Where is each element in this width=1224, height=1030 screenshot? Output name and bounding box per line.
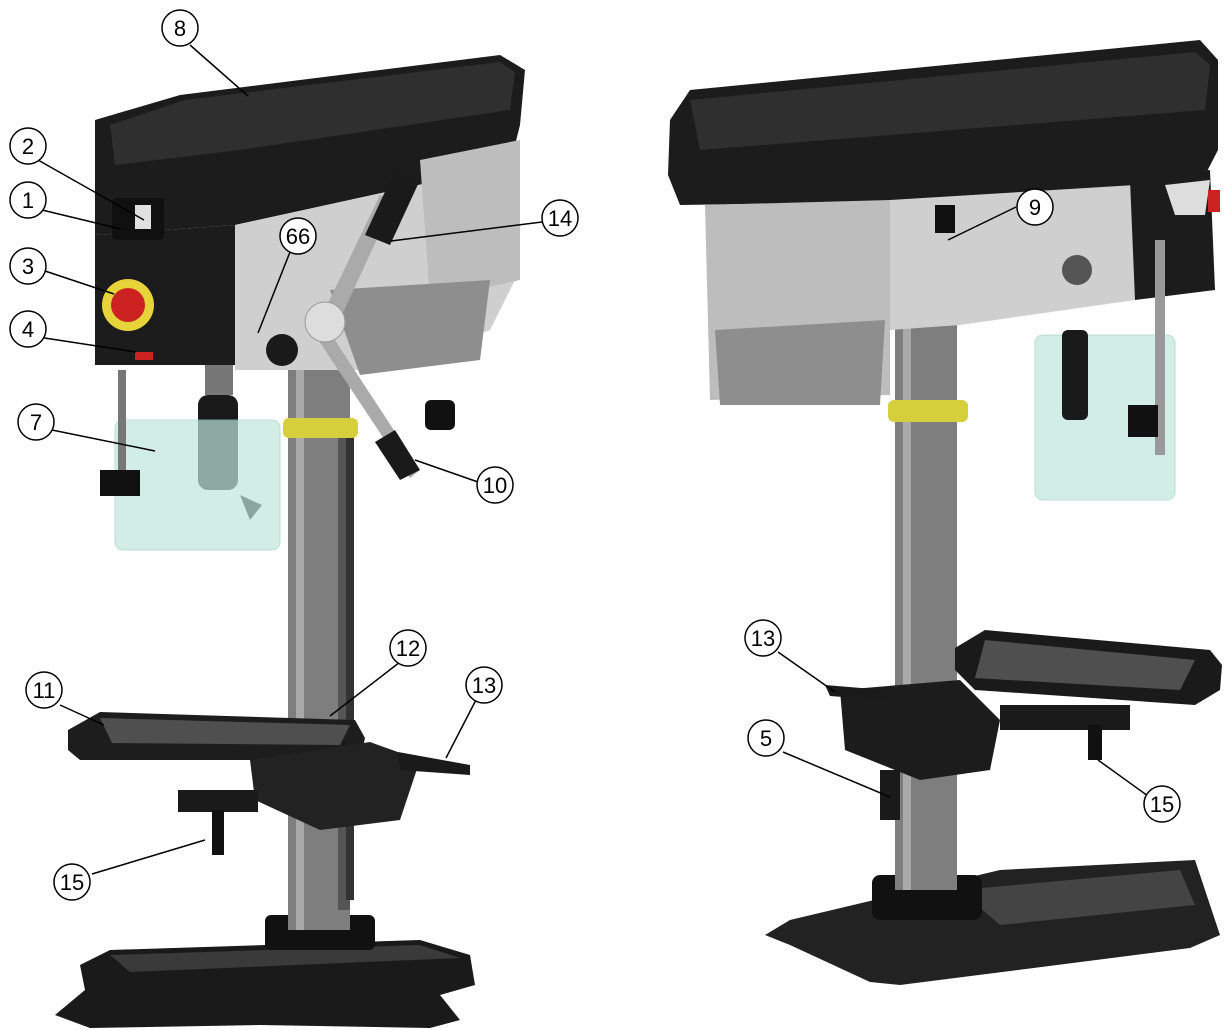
callout-3: 3 <box>9 247 47 285</box>
svg-text:13: 13 <box>751 626 775 651</box>
right-chip-guard <box>1034 240 1176 501</box>
callout-15: 15 <box>1143 785 1181 823</box>
left-callouts: 8 2 1 3 4 7 66 14 <box>9 9 579 901</box>
right-table <box>825 630 1222 820</box>
callout-7: 7 <box>17 403 55 441</box>
right-column <box>888 320 968 890</box>
callout-4: 4 <box>9 310 47 348</box>
right-callouts: 9 13 5 15 <box>744 188 1181 823</box>
svg-text:66: 66 <box>286 224 310 249</box>
svg-text:2: 2 <box>22 134 34 159</box>
callout-13: 13 <box>465 666 503 704</box>
svg-text:14: 14 <box>548 206 572 231</box>
leader-lines <box>37 44 1149 875</box>
right-drill-press <box>668 40 1222 985</box>
callout-66: 66 <box>279 217 317 255</box>
svg-text:5: 5 <box>760 726 772 751</box>
callout-13: 13 <box>744 619 782 657</box>
left-drill-press <box>55 55 525 1028</box>
callout-9: 9 <box>1016 188 1054 226</box>
right-column-collar <box>888 400 968 422</box>
svg-text:9: 9 <box>1029 195 1041 220</box>
svg-text:15: 15 <box>60 870 84 895</box>
svg-text:13: 13 <box>472 673 496 698</box>
callout-10: 10 <box>476 466 514 504</box>
right-base <box>765 860 1220 985</box>
left-column-collar <box>283 418 358 438</box>
leader-8 <box>189 44 249 97</box>
callout-2: 2 <box>9 127 47 165</box>
left-crank-handle <box>398 752 470 775</box>
callout-5: 5 <box>747 719 785 757</box>
svg-text:10: 10 <box>483 473 507 498</box>
right-head <box>668 40 1220 405</box>
left-base <box>55 915 475 1028</box>
left-table <box>68 712 470 855</box>
left-feed-handles <box>266 170 455 480</box>
callout-8: 8 <box>161 9 199 47</box>
left-chip-guard <box>100 370 281 551</box>
svg-text:7: 7 <box>30 410 42 435</box>
callout-1: 1 <box>9 181 47 219</box>
right-crank-handle <box>825 685 885 700</box>
svg-text:3: 3 <box>22 254 34 279</box>
estop-button <box>111 288 145 322</box>
svg-text:11: 11 <box>33 678 56 703</box>
svg-text:8: 8 <box>174 16 186 41</box>
svg-text:15: 15 <box>1150 792 1174 817</box>
callout-15: 15 <box>53 863 91 901</box>
callout-12: 12 <box>389 629 427 667</box>
svg-text:1: 1 <box>22 188 34 213</box>
callout-11: 11 <box>25 671 63 709</box>
svg-text:12: 12 <box>396 636 420 661</box>
callout-14: 14 <box>541 199 579 237</box>
left-column <box>283 360 358 930</box>
svg-text:4: 4 <box>22 317 34 342</box>
